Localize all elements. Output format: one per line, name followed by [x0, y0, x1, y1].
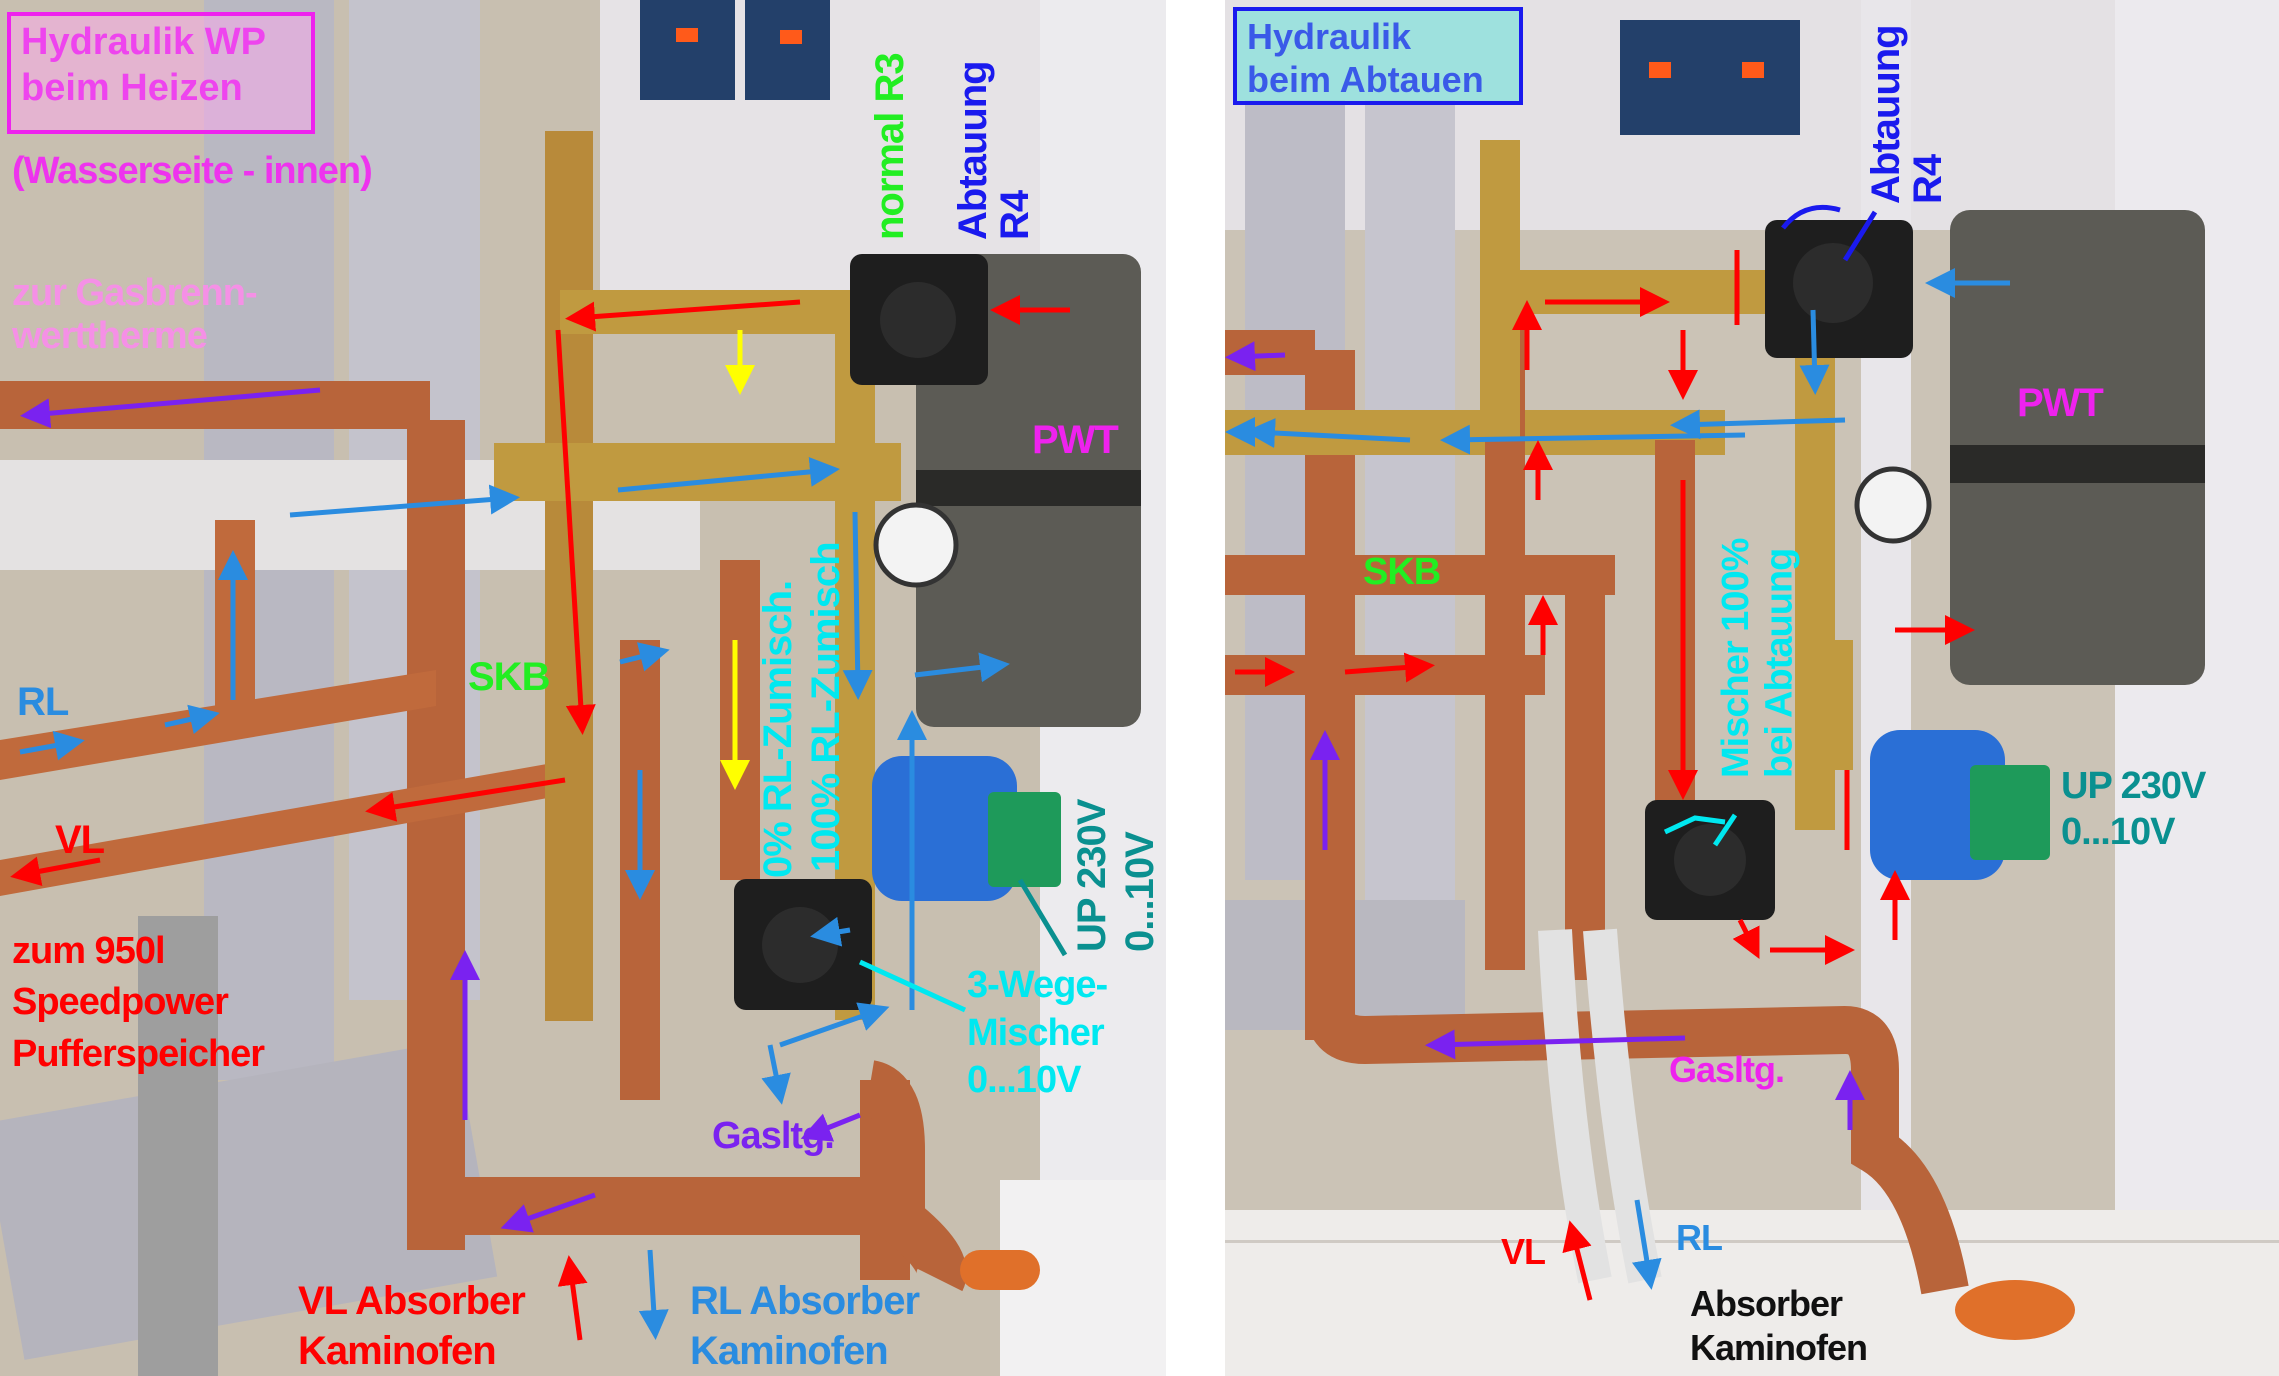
label-pwt: PWT: [2017, 381, 2104, 425]
label-absorber: Absorber Kaminofen: [1690, 1282, 1868, 1370]
label-buffer-line1: zum 950l: [12, 930, 166, 972]
title-line2: beim Heizen: [21, 66, 243, 109]
label-pump-line2: 0...10V: [2061, 811, 2175, 854]
label-pump-line2: 0...10V: [1118, 832, 1162, 952]
label-rl-absorber: RL Absorber Kaminofen: [690, 1276, 920, 1376]
label-3way-mixer: 3-Wege- Mischer 0...10V: [967, 962, 1108, 1105]
label-rl: RL: [17, 680, 69, 724]
label-vl-absorber-line2: Kaminofen: [298, 1329, 497, 1373]
label-normal-r3: normal R3: [868, 53, 912, 240]
label-mixer-line2: bei Abtauung: [1758, 548, 1801, 778]
label-rl-absorber-line1: RL Absorber: [690, 1279, 920, 1323]
label-mixer-line2: Mischer: [967, 1011, 1105, 1054]
label-defrost-line1: Abtauung: [951, 61, 995, 240]
label-mix-0: 0% RL-Zumisch.: [756, 580, 800, 878]
label-mixer-line1: Mischer 100%: [1715, 538, 1757, 778]
label-absorber-line2: Kaminofen: [1690, 1326, 1868, 1368]
label-gas-boiler: zur Gasbrenn- werttherme: [12, 272, 258, 357]
label-buffer-tank: zum 950l Speedpower Pufferspeicher: [12, 926, 265, 1080]
label-pump-line1: UP 230V: [2061, 765, 2206, 807]
title-line1: Hydraulik WP: [21, 21, 266, 63]
label-gas-boiler-line1: zur Gasbrenn-: [12, 272, 258, 314]
label-mixer-line3: 0...10V: [967, 1059, 1081, 1101]
label-pump-line1: UP 230V: [1070, 799, 1114, 952]
label-gas-line: Gasltg.: [1669, 1049, 1785, 1090]
label-vl-absorber: VL Absorber Kaminofen: [298, 1276, 526, 1376]
label-defrost-line2: R4: [993, 190, 1037, 240]
label-gas-boiler-line2: werttherme: [12, 314, 208, 357]
title-line1: Hydraulik: [1247, 16, 1412, 57]
label-mixer-100: Mischer 100%bei Abtauung: [1715, 528, 1802, 778]
label-skb: SKB: [468, 655, 550, 699]
label-rl-absorber-line2: Kaminofen: [690, 1329, 889, 1373]
label-buffer-line2: Speedpower: [12, 981, 229, 1024]
label-mixer-line1: 3-Wege-: [967, 964, 1108, 1006]
label-absorber-line1: Absorber: [1690, 1283, 1843, 1324]
subtitle-water-side: (Wasserseite - innen): [12, 150, 373, 192]
label-pwt: PWT: [1032, 418, 1119, 462]
photo-heating-mode: Hydraulik WP beim Heizen (Wasserseite - …: [0, 0, 1166, 1376]
label-vl-absorber-line1: VL Absorber: [298, 1279, 526, 1323]
label-defrost-line1: Abtauung: [1864, 25, 1908, 204]
label-buffer-line3: Pufferspeicher: [12, 1032, 265, 1075]
label-mix-100: 100% RL-Zumisch: [804, 542, 848, 872]
label-gas-line: Gasltg.: [712, 1115, 835, 1157]
hydraulic-photo-left: [0, 0, 1166, 1376]
label-rl: RL: [1676, 1217, 1723, 1258]
title-box-heating: Hydraulik WP beim Heizen: [7, 12, 315, 134]
label-vl: VL: [55, 818, 105, 862]
label-vl: VL: [1501, 1231, 1546, 1272]
label-defrost-line2: R4: [1906, 154, 1950, 204]
label-skb: SKB: [1363, 551, 1441, 593]
title-box-defrost: Hydraulik beim Abtauen: [1233, 7, 1523, 105]
label-pump: UP 230V 0...10V: [2061, 763, 2206, 856]
title-line2: beim Abtauen: [1247, 59, 1484, 101]
hydraulic-photo-right: [1225, 0, 2279, 1376]
